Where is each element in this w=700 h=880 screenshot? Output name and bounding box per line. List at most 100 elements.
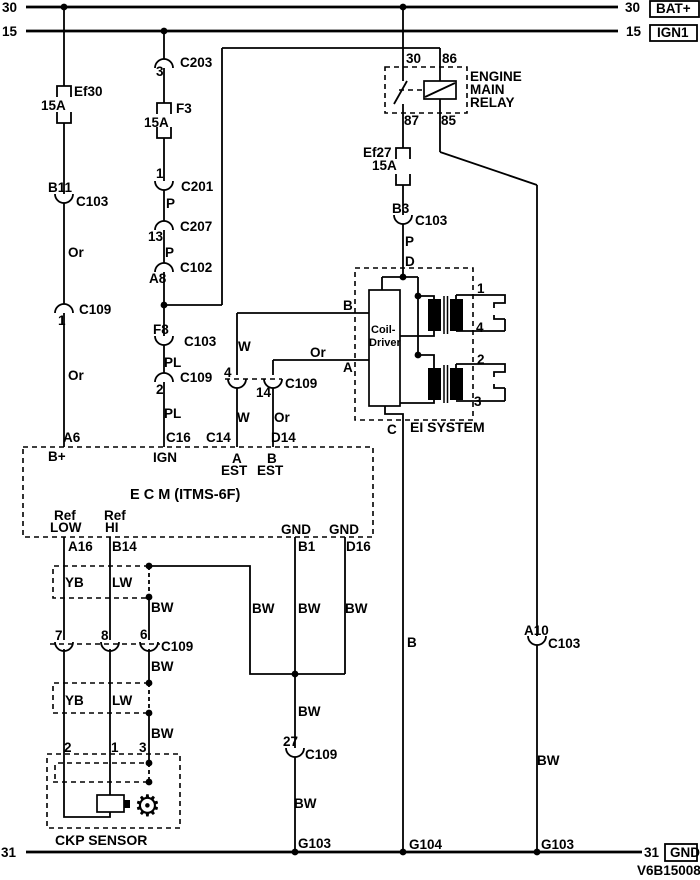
- wire-or-3: Or: [310, 345, 327, 360]
- ei-pin-c: C: [387, 422, 397, 437]
- ecm-bplus-label: B+: [48, 449, 66, 464]
- wire-bw-5: BW: [298, 601, 321, 616]
- ecm-gnd-1: GND: [281, 522, 311, 537]
- fuse-f3-rating: 15A: [144, 115, 169, 130]
- wire-pl-1: PL: [164, 355, 181, 370]
- ground-g103-mid: G103: [298, 836, 332, 851]
- fuse-ef27-rating: 15A: [372, 158, 397, 173]
- connector-arcs-down: [54, 58, 174, 383]
- rail31-left-label: 31: [1, 845, 17, 860]
- fuse-f3-label: F3: [176, 101, 192, 116]
- gnd-terminal-box: [664, 843, 698, 862]
- pin-f8: F8: [153, 322, 169, 337]
- pin-8-c109: 8: [101, 628, 109, 643]
- pin-13-c207: 13: [148, 229, 164, 244]
- ecm-est-b-2: EST: [257, 463, 284, 478]
- wire-lw-2: LW: [112, 693, 133, 708]
- diagram-id: V6B15008: [637, 863, 700, 878]
- pin-7-c109: 7: [55, 628, 63, 643]
- bat-terminal-box: [649, 0, 700, 18]
- wire-pl-2: PL: [164, 406, 181, 421]
- dashed-boxes: [22, 66, 474, 829]
- conn-c109-4: C109: [161, 639, 193, 654]
- coil1-secondary-winding: [450, 299, 463, 331]
- relay-pin-85: 85: [441, 113, 457, 128]
- coil1-primary-winding: [428, 299, 441, 331]
- pin-1-c201: 1: [156, 166, 164, 181]
- relay-title-3: RELAY: [470, 95, 515, 110]
- wire-bw-4: BW: [252, 601, 275, 616]
- coil-driver-label-1: Coil-: [371, 324, 396, 336]
- ecm-title: E C M (ITMS-6F): [130, 487, 241, 503]
- wire-b: B: [407, 635, 417, 650]
- pin-b11: B11: [48, 180, 73, 195]
- pin-d16: D16: [346, 539, 371, 554]
- coil2-primary-winding: [428, 368, 441, 400]
- wire-w-2: W: [237, 410, 250, 425]
- pin-a10: A10: [524, 623, 549, 638]
- connector-arcs-up: [54, 180, 547, 758]
- conn-c103-3: C103: [415, 213, 448, 228]
- pin-a16: A16: [68, 539, 93, 554]
- ign1-terminal-box: [649, 24, 698, 42]
- pin-4-c109: 4: [224, 365, 232, 380]
- pin-b1: B1: [298, 539, 316, 554]
- pin-3-c203: 3: [156, 64, 164, 79]
- pin-a8: A8: [149, 271, 167, 286]
- wire-or-2: Or: [68, 368, 85, 383]
- ecm-ref-hi-1: Ref: [104, 508, 126, 523]
- fuse-ef30-rating: 15A: [41, 98, 66, 113]
- ecm-est-b-1: B: [267, 451, 277, 466]
- pin-27-c109: 27: [283, 734, 298, 749]
- wire-p-3: P: [405, 234, 414, 249]
- pin-b14: B14: [112, 539, 137, 554]
- cylinder-1: 1: [477, 281, 485, 296]
- ecm-est-a-1: A: [232, 451, 242, 466]
- pin-b3: B3: [392, 201, 410, 216]
- relay-pin-30: 30: [406, 51, 421, 66]
- ckp-pin-3: 3: [139, 740, 147, 755]
- wire-bw-2: BW: [151, 659, 174, 674]
- wire-p-1: P: [166, 196, 175, 211]
- wire-bw-7: BW: [298, 704, 321, 719]
- coil-driver-box: [368, 289, 401, 407]
- ecm-ref-low-1: Ref: [54, 508, 76, 523]
- conn-c207: C207: [180, 219, 212, 234]
- pin-a6: A6: [63, 430, 81, 445]
- wire-runs: [56, 7, 538, 852]
- bat-terminal-label: BAT+: [656, 1, 691, 16]
- ground-g103-right: G103: [541, 837, 575, 852]
- wire-lw-1: LW: [112, 575, 133, 590]
- pin-14-c109: 14: [256, 385, 272, 400]
- wire-yb-1: YB: [65, 575, 84, 590]
- wire-p-2: P: [165, 245, 174, 260]
- wire-bw-1: BW: [151, 600, 174, 615]
- rail15-left-label: 15: [2, 24, 18, 39]
- conn-c103-2: C103: [184, 334, 217, 349]
- wire-bw-9: BW: [537, 753, 560, 768]
- ecm-est-a-2: EST: [221, 463, 248, 478]
- pin-2-c109: 2: [156, 382, 164, 397]
- pin-6-c109: 6: [140, 627, 148, 642]
- pin-c14: C14: [206, 430, 231, 445]
- conn-c103-4: C103: [548, 636, 581, 651]
- ei-system-title: EI SYSTEM: [410, 419, 485, 435]
- ckp-pin-1: 1: [111, 740, 119, 755]
- ecm-ref-hi-2: HI: [105, 520, 119, 535]
- cylinder-4: 4: [476, 320, 484, 335]
- ckp-title: CKP SENSOR: [55, 832, 147, 848]
- coil-driver-label-2: Driver: [369, 337, 402, 349]
- ei-pin-a: A: [343, 360, 353, 375]
- ecm-ign-label: IGN: [153, 450, 177, 465]
- ei-pin-d: D: [405, 254, 415, 269]
- pin-1-c109: 1: [58, 313, 66, 328]
- relay-title-1: ENGINE: [470, 69, 522, 84]
- fuse-ef30-label: Ef30: [74, 84, 103, 99]
- ckp-pole-piece: [124, 800, 130, 808]
- wire-yb-2: YB: [65, 693, 84, 708]
- wire-bw-3: BW: [151, 726, 174, 741]
- relay-title-2: MAIN: [470, 82, 505, 97]
- rail31-right-label: 31: [644, 845, 660, 860]
- pin-c16: C16: [166, 430, 191, 445]
